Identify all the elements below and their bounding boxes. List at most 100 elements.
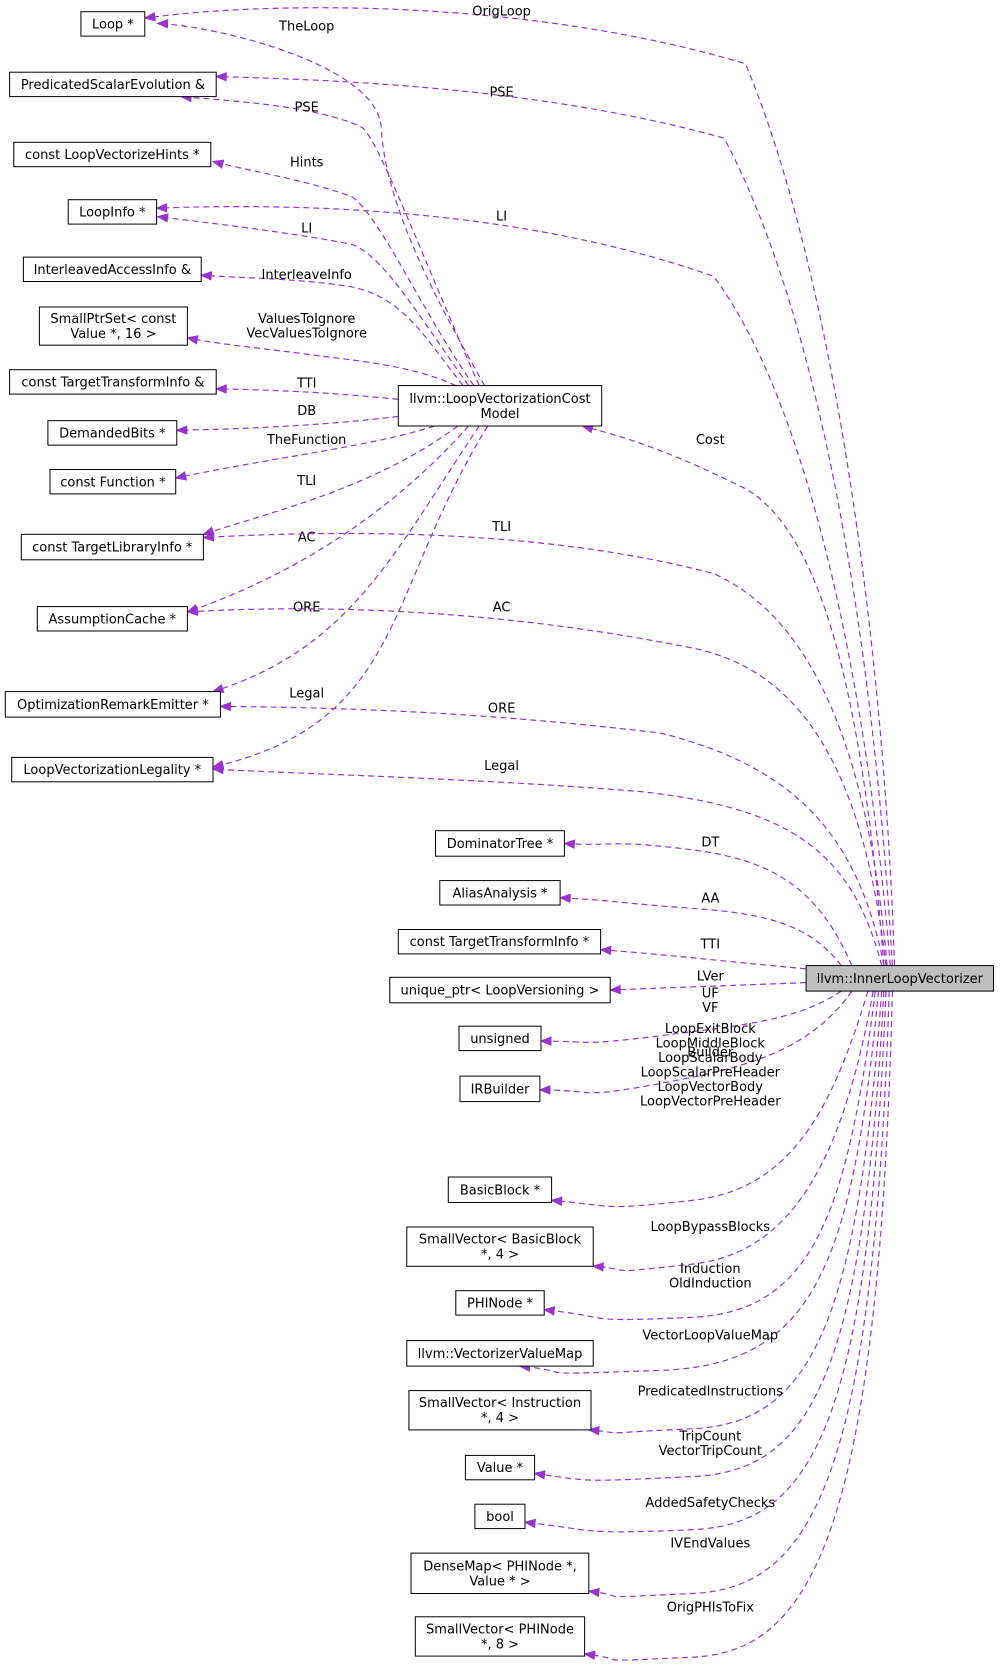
edge-line bbox=[519, 991, 880, 1374]
edge-label: PSE bbox=[489, 85, 513, 100]
edge-label: Legal bbox=[484, 759, 519, 774]
edge-line bbox=[600, 949, 807, 970]
edge-line bbox=[540, 990, 842, 1043]
edge-ilv-to-bool: AddedSafetyChecks bbox=[523, 991, 887, 1533]
edge-costmodel-to-legal: Legal bbox=[211, 425, 489, 770]
edge-ilv-to-lver: LVer bbox=[608, 969, 807, 995]
edge-line bbox=[216, 75, 893, 966]
node-label: LoopVectorizationLegality * bbox=[23, 763, 201, 778]
node-label: AliasAnalysis * bbox=[452, 886, 548, 901]
edge-line bbox=[524, 991, 887, 1533]
node-loopinfo: LoopInfo * bbox=[67, 199, 158, 225]
node-label: AssumptionCache * bbox=[49, 612, 177, 627]
edge-costmodel-to-ac: AC bbox=[186, 425, 470, 613]
edge-line bbox=[539, 990, 853, 1094]
edge-line bbox=[564, 842, 853, 966]
node-phinode: PHINode * bbox=[455, 1290, 545, 1316]
arrowhead bbox=[550, 1196, 563, 1206]
node-label: const TargetTransformInfo * bbox=[410, 935, 590, 950]
node-box bbox=[80, 11, 146, 37]
edge-line bbox=[144, 7, 896, 966]
node-label: SmallVector< Instruction*, 4 > bbox=[419, 1396, 581, 1426]
edge-label: Builder bbox=[687, 1046, 734, 1061]
edge-line bbox=[560, 897, 842, 966]
arrowhead bbox=[591, 1262, 604, 1272]
edge-ilv-to-aa: AA bbox=[558, 892, 842, 966]
node-label: bool bbox=[486, 1510, 514, 1525]
edge-label: Legal bbox=[289, 687, 324, 702]
arrowhead bbox=[202, 532, 215, 542]
node-box bbox=[4, 691, 221, 718]
edge-ilv-to-loopinfo: LI bbox=[155, 203, 891, 966]
node-box bbox=[410, 1552, 590, 1594]
node-irbuilder: IRBuilder bbox=[459, 1075, 541, 1103]
edge-line bbox=[212, 768, 883, 966]
arrowhead bbox=[155, 203, 168, 213]
node-label: DenseMap< PHINode *,Value * > bbox=[423, 1559, 577, 1589]
edge-ilv-to-tti_ptr: TTI bbox=[599, 937, 807, 970]
node-box bbox=[67, 199, 158, 225]
edge-label: TLI bbox=[491, 520, 511, 535]
edge-costmodel-to-tti_ref: TTI bbox=[214, 377, 399, 400]
arrowhead bbox=[186, 335, 199, 345]
node-sv_inst: SmallVector< Instruction*, 4 > bbox=[408, 1390, 592, 1431]
edge-label: AddedSafetyChecks bbox=[645, 1496, 775, 1511]
node-label: DemandedBits * bbox=[59, 426, 166, 441]
node-box bbox=[397, 929, 602, 955]
node-label: Value * bbox=[477, 1461, 524, 1476]
edge-line bbox=[534, 991, 885, 1481]
edge-ilv-to-dt: DT bbox=[563, 835, 853, 966]
edge-ilv-to-irbuilder: Builder bbox=[538, 990, 853, 1095]
node-sv_phi: SmallVector< PHINode*, 8 > bbox=[414, 1616, 586, 1657]
edge-label: TheFunction bbox=[266, 433, 346, 448]
node-label: SmallVector< PHINode*, 8 > bbox=[426, 1623, 574, 1653]
node-bool: bool bbox=[474, 1503, 526, 1530]
node-label: PredicatedScalarEvolution & bbox=[21, 78, 205, 93]
node-ilv: llvm::InnerLoopVectorizer bbox=[805, 965, 994, 992]
node-tti_ref: const TargetTransformInfo & bbox=[9, 369, 217, 395]
edge-label: TLI bbox=[296, 474, 316, 489]
edge-costmodel-to-ore: ORE bbox=[211, 425, 480, 693]
edge-label: OrigPHIsToFix bbox=[667, 1600, 754, 1615]
arrowhead bbox=[558, 893, 571, 903]
edge-line bbox=[176, 415, 399, 431]
edge-label: Cost bbox=[696, 433, 725, 448]
arrowhead bbox=[608, 984, 621, 995]
node-box bbox=[49, 469, 177, 495]
edge-ilv-to-pse: PSE bbox=[214, 72, 893, 966]
node-box bbox=[464, 1454, 536, 1481]
node-hints: const LoopVectorizeHints * bbox=[13, 141, 212, 168]
edge-costmodel-to-db: DB bbox=[175, 404, 399, 435]
arrowhead bbox=[583, 1650, 596, 1660]
edge-label: PSE bbox=[295, 100, 319, 115]
arrowhead bbox=[174, 471, 187, 481]
edge-line bbox=[201, 274, 464, 386]
node-ore: OptimizationRemarkEmitter * bbox=[4, 691, 221, 718]
edge-line bbox=[180, 96, 480, 386]
edge-line bbox=[156, 205, 891, 966]
edge-costmodel-to-loop: TheLoop bbox=[156, 19, 486, 386]
node-iai: InterleavedAccessInfo & bbox=[22, 256, 202, 283]
edge-label: OrigLoop bbox=[472, 5, 531, 20]
node-tti_ptr: const TargetTransformInfo * bbox=[397, 929, 602, 955]
node-label: unsigned bbox=[470, 1032, 530, 1047]
node-sv_bb: SmallVector< BasicBlock*, 4 > bbox=[406, 1226, 594, 1267]
arrowhead bbox=[533, 1470, 546, 1480]
node-label: const TargetTransformInfo & bbox=[21, 375, 204, 390]
edge-costmodel-to-hints: Hints bbox=[211, 156, 475, 386]
node-vvm: llvm::VectorizerValueMap bbox=[406, 1340, 594, 1367]
node-label: const LoopVectorizeHints * bbox=[25, 148, 200, 163]
node-label: unique_ptr< LoopVersioning > bbox=[401, 984, 600, 999]
arrowhead bbox=[539, 1036, 552, 1046]
edge-label: PredicatedInstructions bbox=[638, 1385, 784, 1400]
node-label: LoopInfo * bbox=[79, 205, 146, 220]
